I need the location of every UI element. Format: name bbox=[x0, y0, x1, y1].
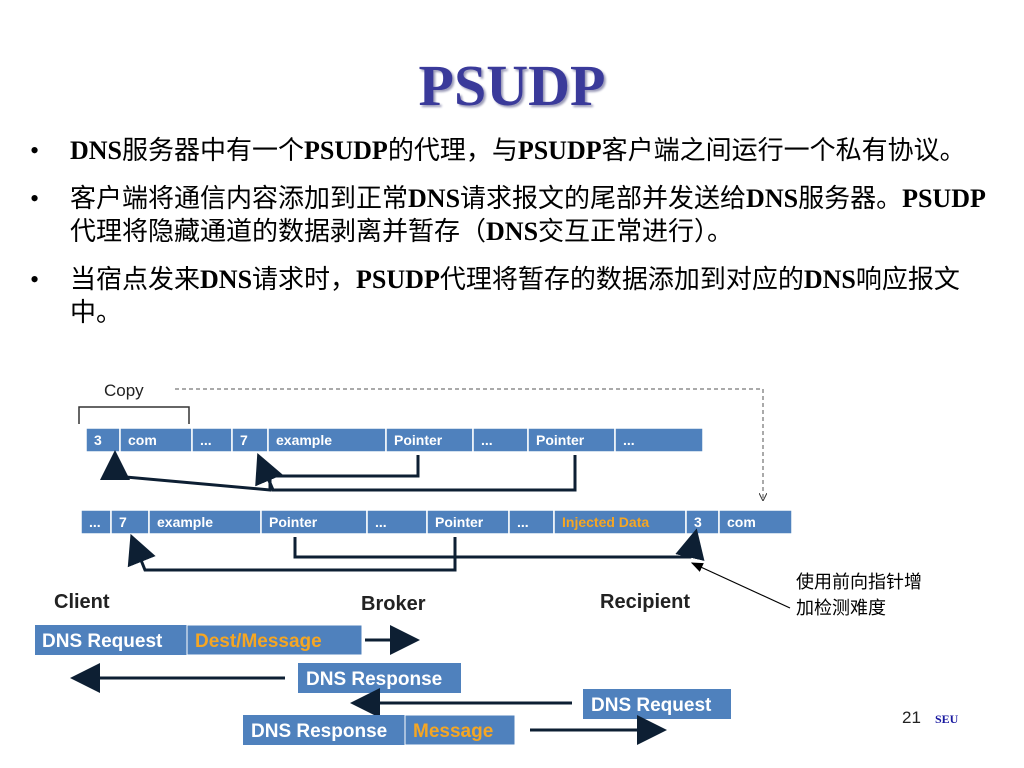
client-payload-label: Dest/Message bbox=[195, 631, 322, 652]
bullet-text-part: 当宿点发来 bbox=[70, 265, 201, 294]
bullet-text-part: 请求时， bbox=[252, 265, 357, 294]
bullet-item: •客户端将通信内容添加到正常DNS请求报文的尾部并发送给DNS服务器。PSUDP… bbox=[30, 182, 1005, 248]
packet-segment bbox=[85, 427, 121, 453]
packet-segment bbox=[685, 509, 720, 535]
packet-segment-label: Pointer bbox=[435, 514, 484, 530]
packet-segment-label: Pointer bbox=[269, 514, 318, 530]
copy-bracket bbox=[78, 406, 190, 424]
forward-pointer-note: 使用前向指针增加检测难度 bbox=[796, 572, 922, 619]
client-payload-box bbox=[186, 624, 363, 656]
packet-segment bbox=[119, 427, 193, 453]
packet-segment-label: com bbox=[727, 514, 756, 530]
bullet-text-part: PSUDP bbox=[356, 265, 440, 294]
packet-segment-label: ... bbox=[375, 514, 387, 530]
packet-segment-label: ... bbox=[200, 432, 212, 448]
bullet-text-part: 代理将隐藏通道的数据剥离并暂存（ bbox=[70, 217, 487, 246]
bullet-text: 当宿点发来DNS请求时，PSUDP代理将暂存的数据添加到对应的DNS响应报文中。 bbox=[70, 265, 960, 327]
packet-segment bbox=[426, 509, 510, 535]
final-response-box bbox=[243, 715, 405, 745]
bullet-text-part: DNS bbox=[70, 136, 123, 165]
top-packet-row: 3 com... 7 example Pointer... Pointer... bbox=[85, 427, 704, 453]
copy-dashed-arrow bbox=[175, 388, 763, 500]
client-request-label: DNS Request bbox=[42, 631, 163, 652]
bullet-text-part: 服务器。 bbox=[798, 184, 903, 213]
packet-segment-label: example bbox=[157, 514, 213, 530]
bullet-text-part: DNS bbox=[803, 265, 856, 294]
packet-segment-label: Pointer bbox=[394, 432, 443, 448]
bullet-text-part: 代理将暂存的数据添加到对应的 bbox=[439, 265, 804, 294]
packet-segment-label: 7 bbox=[119, 514, 127, 530]
pointer-arrows-bottom bbox=[127, 528, 705, 572]
bullet-item: •当宿点发来DNS请求时，PSUDP代理将暂存的数据添加到对应的DNS响应报文中… bbox=[30, 263, 1005, 329]
bullet-text-part: 客户端之间运行一个私有协议。 bbox=[601, 136, 966, 165]
packet-segment bbox=[148, 509, 262, 535]
role-recipient: Recipient bbox=[600, 591, 690, 613]
packet-segment-label: ... bbox=[517, 514, 529, 530]
recipient-request-label: DNS Request bbox=[591, 695, 712, 716]
packet-segment bbox=[508, 509, 555, 535]
bullet-text-part: PSUDP bbox=[304, 136, 388, 165]
bullet-text-part: 响应报文中。 bbox=[70, 265, 960, 327]
recipient-request-box bbox=[583, 689, 731, 719]
packet-segment-label: example bbox=[276, 432, 332, 448]
packet-segment bbox=[231, 427, 269, 453]
bottom-packet-row: ... 7 example Pointer... Pointer... Injected … bbox=[80, 509, 793, 535]
packet-segment-label: com bbox=[128, 432, 157, 448]
packet-segment-label: Pointer bbox=[536, 432, 585, 448]
bullet-text-part: 客户端将通信内容添加到正常 bbox=[70, 184, 409, 213]
final-response-label: DNS Response bbox=[251, 721, 387, 742]
packet-segment bbox=[80, 509, 112, 535]
packet-segment-label: 7 bbox=[240, 432, 248, 448]
bullet-text-part: DNS bbox=[200, 265, 253, 294]
bullet-text-part: DNS bbox=[408, 184, 461, 213]
slide-title: PSUDP bbox=[418, 53, 606, 118]
page-number: 21 bbox=[902, 708, 921, 727]
packet-segment-label: 3 bbox=[694, 514, 702, 530]
packet-segment-label: 3 bbox=[94, 432, 102, 448]
packet-segment-label: ... bbox=[481, 432, 493, 448]
note-arrow bbox=[690, 562, 791, 609]
bullet-text-part: 的代理，与 bbox=[387, 136, 518, 165]
role-broker: Broker bbox=[361, 593, 426, 615]
packet-segment-label: ... bbox=[623, 432, 635, 448]
broker-response-label: DNS Response bbox=[306, 669, 442, 690]
bullet-text-part: PSUDP bbox=[902, 184, 986, 213]
bullet-text-part: 交互正常进行）。 bbox=[538, 217, 734, 246]
bullet-text: DNS服务器中有一个PSUDP的代理，与PSUDP客户端之间运行一个私有协议。 bbox=[70, 136, 966, 165]
bullet-text-part: DNS bbox=[746, 184, 799, 213]
bullet-dot: • bbox=[30, 136, 40, 165]
final-payload-label: Message bbox=[413, 721, 493, 742]
pointer-arrows-top bbox=[100, 450, 577, 492]
bullet-text-part: DNS bbox=[486, 217, 539, 246]
packet-segment bbox=[191, 427, 233, 453]
bullet-dot: • bbox=[30, 184, 40, 213]
final-payload-box bbox=[404, 714, 516, 746]
client-request-box bbox=[35, 625, 187, 655]
packet-segment bbox=[267, 427, 387, 453]
bullet-text: 客户端将通信内容添加到正常DNS请求报文的尾部并发送给DNS服务器。PSUDP代… bbox=[70, 184, 986, 246]
role-client: Client bbox=[54, 591, 110, 613]
bullet-list: •DNS服务器中有一个PSUDP的代理，与PSUDP客户端之间运行一个私有协议。… bbox=[30, 134, 1005, 344]
bullet-dot: • bbox=[30, 265, 40, 294]
footer-logo: SEU bbox=[935, 712, 959, 726]
packet-segment bbox=[366, 509, 428, 535]
packet-segment bbox=[110, 509, 150, 535]
copy-label: Copy bbox=[104, 381, 144, 400]
packet-segment bbox=[385, 427, 474, 453]
bullet-text-part: 服务器中有一个 bbox=[122, 136, 305, 165]
bullet-text-part: PSUDP bbox=[517, 136, 602, 165]
packet-segment bbox=[718, 509, 793, 535]
bullet-text-part: 请求报文的尾部并发送给 bbox=[460, 184, 747, 213]
packet-segment-label: ... bbox=[89, 514, 101, 530]
packet-segment bbox=[614, 427, 704, 453]
packet-segment-label: Injected Data bbox=[562, 514, 649, 530]
packet-segment bbox=[553, 509, 687, 535]
bullet-item: •DNS服务器中有一个PSUDP的代理，与PSUDP客户端之间运行一个私有协议。 bbox=[30, 134, 1005, 167]
